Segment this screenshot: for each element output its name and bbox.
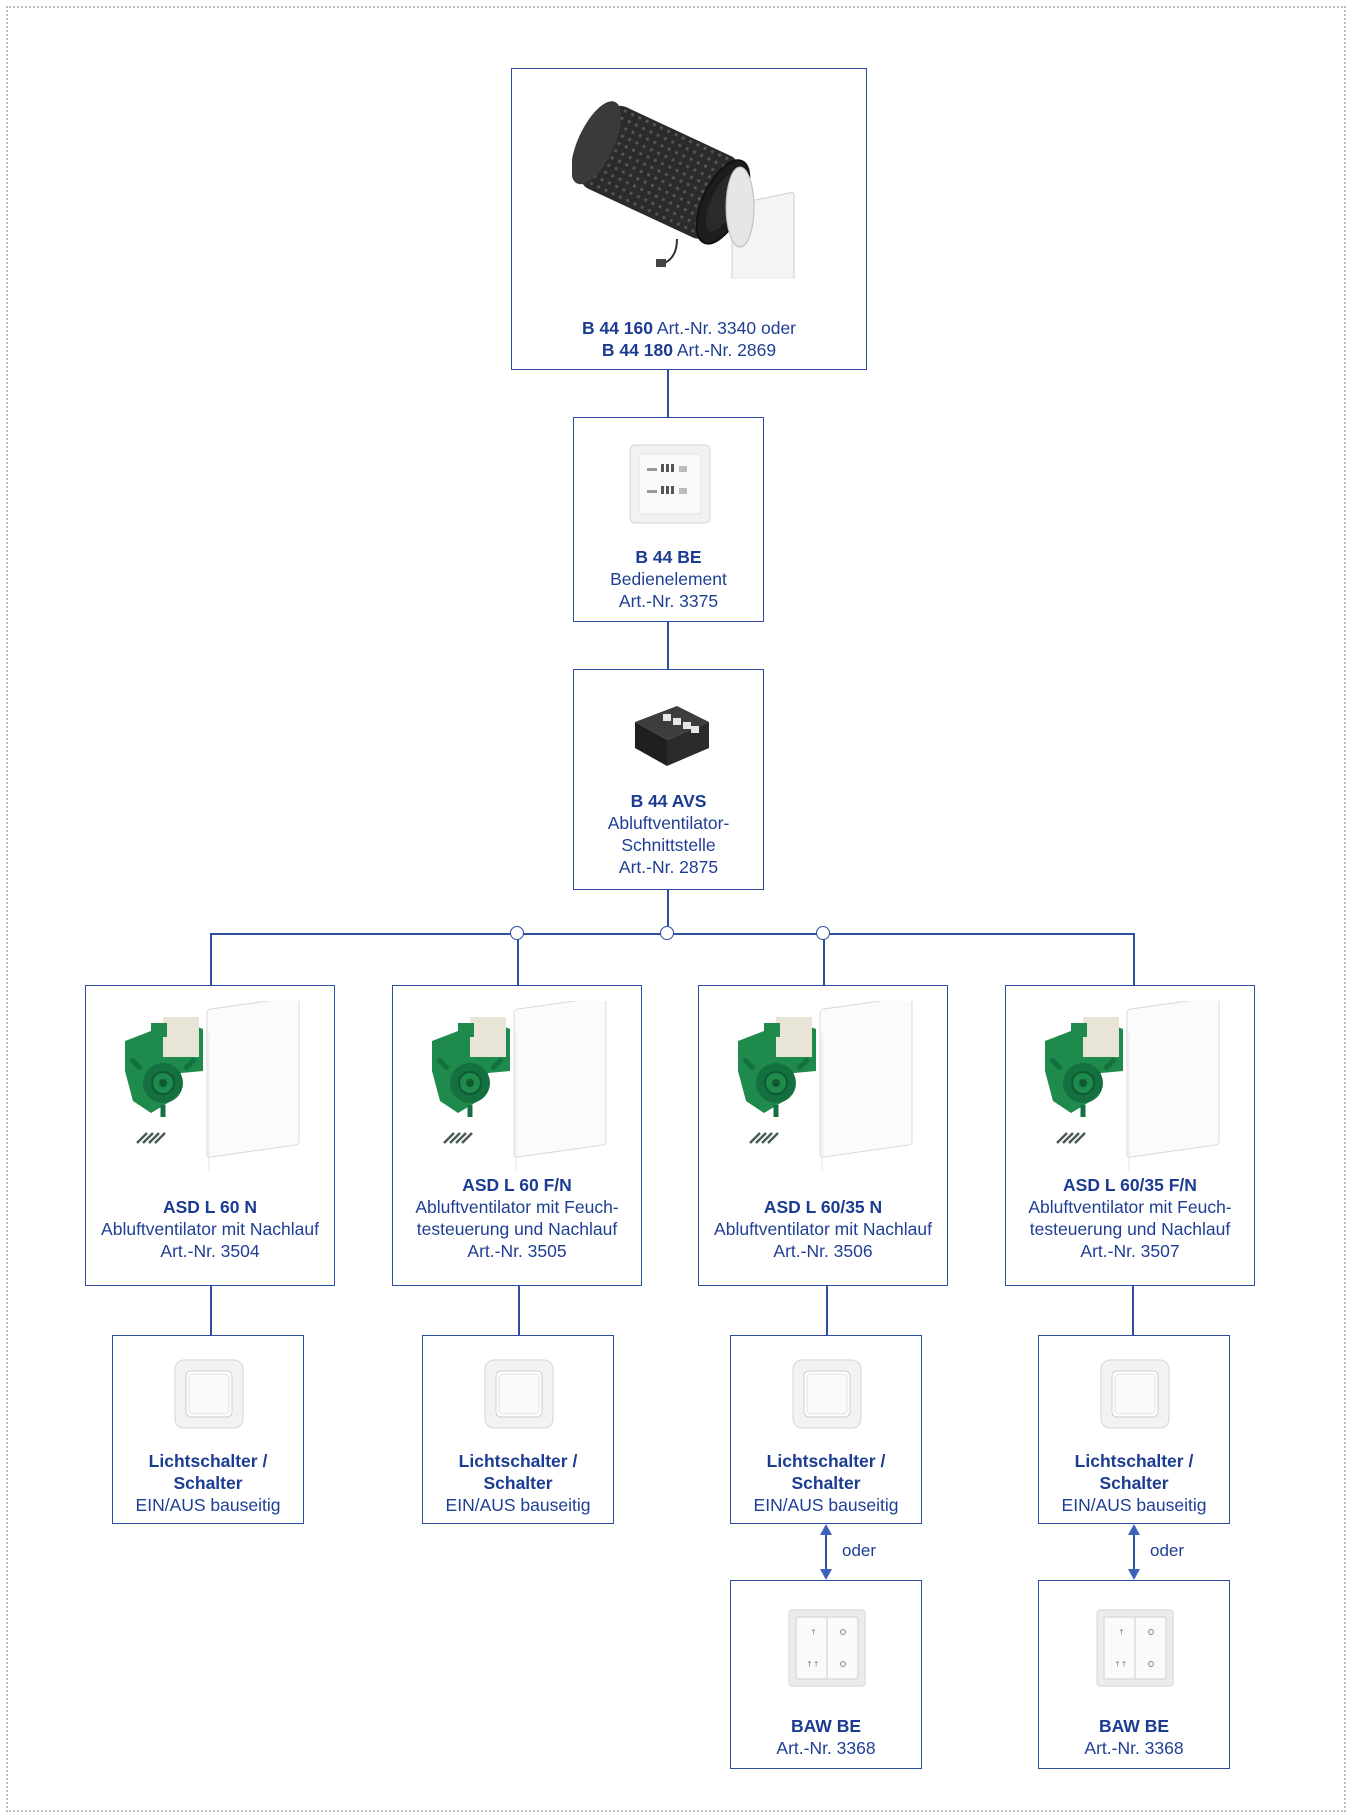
- switch-4-name-1: Lichtschalter /: [1074, 1451, 1194, 1471]
- interface-module-image: [635, 706, 709, 766]
- connector-be-avs: [667, 622, 669, 669]
- branch-drop-4: [1133, 933, 1135, 985]
- junction-node-2: [660, 926, 674, 940]
- baw-2-article: Art.-Nr. 3368: [1084, 1738, 1184, 1758]
- product-b44-160-card: B 44 160 Art.-Nr. 3340 oder B 44 180 Art…: [511, 68, 867, 370]
- fan-card-4: ASD L 60/35 F/N Abluftventilator mit Feu…: [1005, 985, 1255, 1286]
- product-b44-avs-card: B 44 AVS Abluftventilator- Schnittstelle…: [573, 669, 764, 890]
- light-switch-image: [484, 1359, 554, 1429]
- fan-4-desc-2: testeuerung und Nachlauf: [1029, 1219, 1231, 1239]
- fan-unit-image: [1045, 1001, 1220, 1171]
- switch-card-3: Lichtschalter / Schalter EIN/AUS bauseit…: [730, 1335, 922, 1524]
- fan-3-name: ASD L 60/35 N: [763, 1197, 883, 1217]
- fan-2-desc-1: Abluftventilator mit Feuch-: [415, 1197, 619, 1217]
- top-product-name-2: B 44 180: [601, 340, 673, 360]
- branch-drop-3: [823, 933, 825, 985]
- light-switch-image: [174, 1359, 244, 1429]
- switch-1-name-2: Schalter: [173, 1473, 243, 1493]
- fan-unit-image: [432, 1001, 607, 1171]
- connector-fan3-switch: [826, 1286, 828, 1335]
- switch-2-name-1: Lichtschalter /: [458, 1451, 578, 1471]
- fan-card-2: ASD L 60 F/N Abluftventilator mit Feuch-…: [392, 985, 642, 1286]
- avs-article: Art.-Nr. 2875: [618, 857, 719, 877]
- switch-4-desc: EIN/AUS bauseitig: [1061, 1495, 1207, 1515]
- switch-4-name-2: Schalter: [1099, 1473, 1169, 1493]
- fan-2-name: ASD L 60 F/N: [462, 1175, 572, 1195]
- branch-drop-1: [210, 933, 212, 985]
- connector-fan4-switch: [1132, 1286, 1134, 1335]
- oder-label-1: oder: [842, 1541, 877, 1560]
- fan-unit-image: [738, 1001, 913, 1171]
- junction-node-1: [510, 926, 524, 940]
- svg-text:↑: ↑: [1118, 1628, 1125, 1637]
- diagram-frame: [6, 6, 1346, 1812]
- switch-3-name-1: Lichtschalter /: [766, 1451, 886, 1471]
- baw-be-card-1: ↑ ↑↑ BAW BE Art.-Nr. 3368: [730, 1580, 922, 1769]
- fan-3-article: Art.-Nr. 3506: [773, 1241, 873, 1261]
- switch-3-desc: EIN/AUS bauseitig: [753, 1495, 899, 1515]
- oder-label-2: oder: [1150, 1541, 1185, 1560]
- fan-4-desc-1: Abluftventilator mit Feuch-: [1028, 1197, 1232, 1217]
- top-caption-line-2: B 44 180 Art.-Nr. 2869: [512, 339, 866, 361]
- be-name: B 44 BE: [635, 547, 702, 567]
- double-arrow-icon: [1128, 1524, 1140, 1580]
- svg-text:↑↑: ↑↑: [806, 1660, 819, 1669]
- top-article-b: Art.-Nr. 2869: [676, 340, 777, 360]
- product-b44-be-card: B 44 BE Bedienelement Art.-Nr. 3375: [573, 417, 764, 622]
- avs-name: B 44 AVS: [630, 791, 707, 811]
- fan-1-name: ASD L 60 N: [162, 1197, 257, 1217]
- baw-1-article: Art.-Nr. 3368: [776, 1738, 876, 1758]
- fan-3-desc-1: Abluftventilator mit Nachlauf: [714, 1219, 932, 1239]
- junction-node-3: [816, 926, 830, 940]
- baw-control-image: ↑ ↑↑: [788, 1609, 866, 1687]
- switch-3-name-2: Schalter: [791, 1473, 861, 1493]
- fan-2-desc-2: testeuerung und Nachlauf: [416, 1219, 618, 1239]
- switch-1-name-1: Lichtschalter /: [148, 1451, 268, 1471]
- connector-avs-bus: [667, 890, 669, 926]
- fan-1-desc-1: Abluftventilator mit Nachlauf: [101, 1219, 319, 1239]
- light-switch-image: [792, 1359, 862, 1429]
- svg-text:↑: ↑: [810, 1628, 817, 1637]
- avs-desc-1: Abluftventilator-: [607, 813, 730, 833]
- wall-fan-tube-image: [572, 101, 795, 279]
- baw-2-name: BAW BE: [1099, 1716, 1169, 1736]
- switch-2-name-2: Schalter: [483, 1473, 553, 1493]
- switch-card-4: Lichtschalter / Schalter EIN/AUS bauseit…: [1038, 1335, 1230, 1524]
- be-article: Art.-Nr. 3375: [618, 591, 719, 611]
- double-arrow-icon: [820, 1524, 832, 1580]
- baw-be-card-2: ↑ ↑↑ BAW BE Art.-Nr. 3368: [1038, 1580, 1230, 1769]
- switch-card-1: Lichtschalter / Schalter EIN/AUS bauseit…: [112, 1335, 304, 1524]
- top-product-name: B 44 160: [581, 318, 653, 338]
- avs-desc-2: Schnittstelle: [621, 835, 716, 855]
- top-caption-line-1: B 44 160 Art.-Nr. 3340 oder: [512, 317, 866, 339]
- fan-4-name: ASD L 60/35 F/N: [1063, 1175, 1197, 1195]
- connector-fan2-switch: [518, 1286, 520, 1335]
- baw-control-image: ↑ ↑↑: [1096, 1609, 1174, 1687]
- connector-top-be: [667, 370, 669, 417]
- switch-card-2: Lichtschalter / Schalter EIN/AUS bauseit…: [422, 1335, 614, 1524]
- switch-1-desc: EIN/AUS bauseitig: [135, 1495, 281, 1515]
- branch-drop-2: [517, 933, 519, 985]
- control-panel-image: [629, 444, 711, 524]
- baw-1-name: BAW BE: [791, 1716, 861, 1736]
- top-article-a: Art.-Nr. 3340 oder: [656, 318, 797, 338]
- fan-card-1: ASD L 60 N Abluftventilator mit Nachlauf…: [85, 985, 335, 1286]
- fan-4-article: Art.-Nr. 3507: [1080, 1241, 1180, 1261]
- fan-card-3: ASD L 60/35 N Abluftventilator mit Nachl…: [698, 985, 948, 1286]
- light-switch-image: [1100, 1359, 1170, 1429]
- be-desc: Bedienelement: [610, 569, 727, 589]
- fan-unit-image: [125, 1001, 300, 1171]
- fan-2-article: Art.-Nr. 3505: [467, 1241, 567, 1261]
- connector-fan1-switch: [210, 1286, 212, 1335]
- fan-1-article: Art.-Nr. 3504: [160, 1241, 260, 1261]
- switch-2-desc: EIN/AUS bauseitig: [445, 1495, 591, 1515]
- svg-text:↑↑: ↑↑: [1114, 1660, 1127, 1669]
